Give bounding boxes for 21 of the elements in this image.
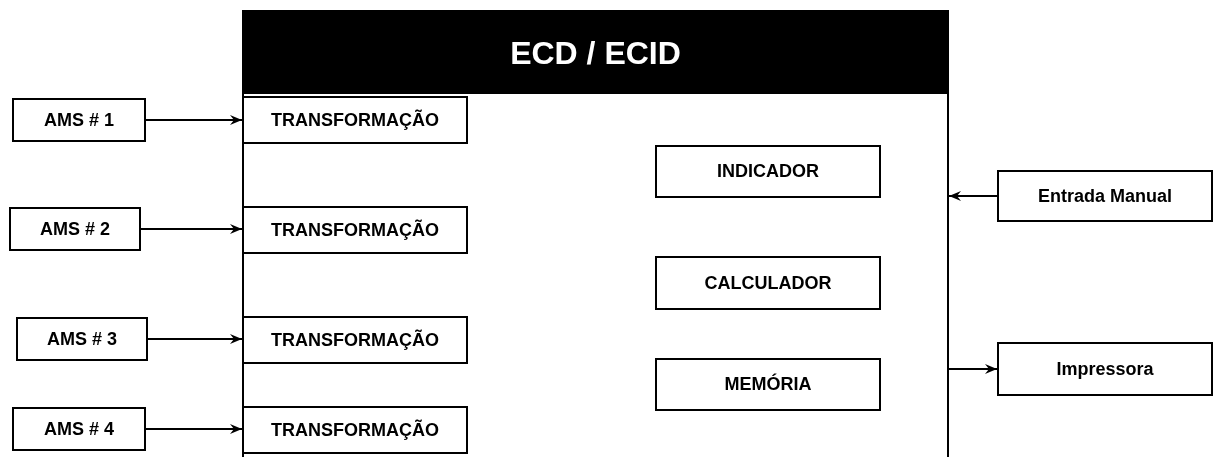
device-box: AMS # 4 bbox=[12, 407, 146, 451]
device-box: AMS # 2 bbox=[9, 207, 141, 251]
device-box: Entrada Manual bbox=[997, 170, 1213, 222]
module-box: MEMÓRIA bbox=[655, 358, 881, 411]
system-box bbox=[242, 10, 949, 457]
title-band: ECD / ECID bbox=[244, 12, 947, 94]
module-box: TRANSFORMAÇÃO bbox=[242, 406, 468, 454]
module-box: TRANSFORMAÇÃO bbox=[242, 206, 468, 254]
arrow bbox=[145, 424, 243, 434]
device-box: AMS # 3 bbox=[16, 317, 148, 361]
arrow bbox=[145, 115, 243, 125]
device-box: Impressora bbox=[997, 342, 1213, 396]
device-box: AMS # 1 bbox=[12, 98, 146, 142]
arrow bbox=[948, 364, 998, 374]
arrow bbox=[140, 224, 243, 234]
arrow bbox=[948, 191, 998, 201]
arrow bbox=[147, 334, 243, 344]
module-box: TRANSFORMAÇÃO bbox=[242, 96, 468, 144]
module-box: INDICADOR bbox=[655, 145, 881, 198]
module-box: CALCULADOR bbox=[655, 256, 881, 310]
module-box: TRANSFORMAÇÃO bbox=[242, 316, 468, 364]
